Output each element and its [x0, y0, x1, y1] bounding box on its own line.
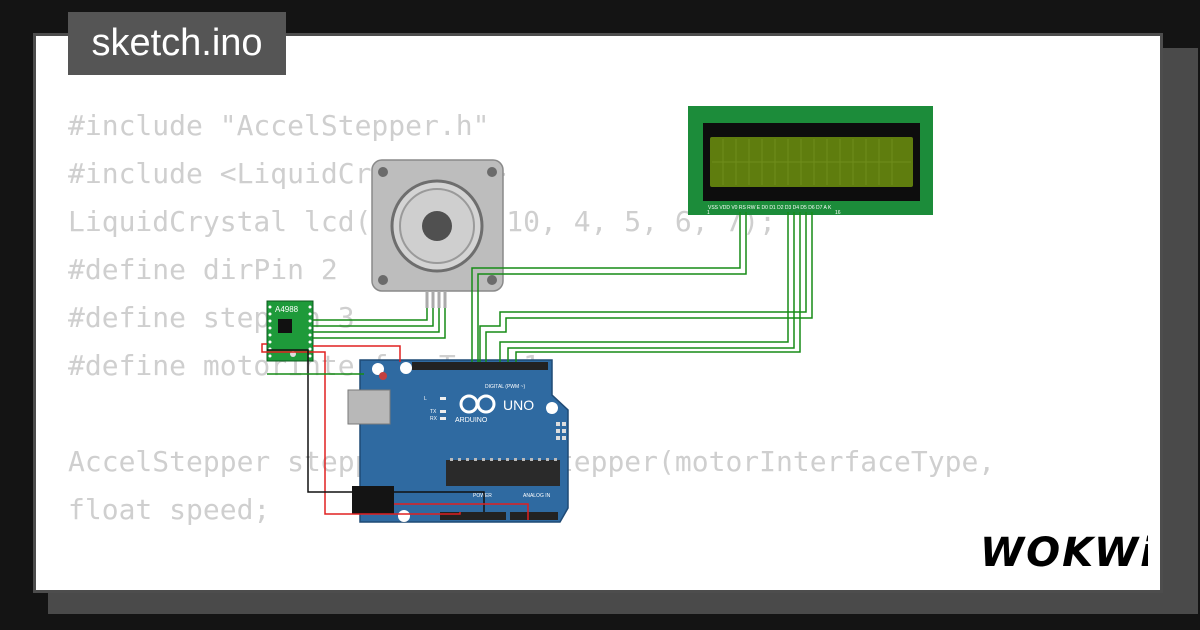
l-label: L — [424, 396, 427, 402]
rx-label: RX — [430, 416, 438, 422]
wires-motor — [313, 308, 446, 339]
code-line: #define dirPin 2 — [68, 253, 338, 286]
lcd-pin-first: 1 — [707, 210, 710, 216]
lcd-display[interactable]: VSS VDD V0 RS RW E D0 D1 D2 D3 D4 D5 D6 … — [688, 106, 933, 216]
wires-lcd — [471, 212, 813, 362]
a4988-driver[interactable]: A4988 — [266, 300, 314, 362]
stepper-motor[interactable] — [371, 159, 504, 308]
tx-label: TX — [430, 409, 437, 415]
on-label: ON — [547, 409, 555, 415]
wokwi-logo-text: WOKWi — [980, 530, 1148, 574]
file-tab: sketch.ino — [68, 12, 286, 75]
driver-label: A4988 — [275, 305, 299, 314]
digital-label: DIGITAL (PWM ~) — [485, 384, 525, 390]
board-brand: UNO — [503, 397, 534, 413]
power-label: POWER — [473, 493, 492, 499]
code-line: #include "AccelStepper.h" — [68, 109, 490, 142]
wokwi-logo: WOKWi — [980, 530, 1148, 574]
wires-power — [261, 343, 529, 520]
analog-label: ANALOG IN — [523, 493, 551, 499]
code-line: float speed; — [68, 493, 271, 526]
lcd-pin-last: 16 — [835, 210, 841, 216]
arduino-uno-board[interactable]: UNO ARDUINO DIGITAL (PWM ~) POWER ANALOG… — [347, 359, 569, 523]
board-sub: ARDUINO — [455, 417, 488, 424]
lcd-pin-labels: VSS VDD V0 RS RW E D0 D1 D2 D3 D4 D5 D6 … — [708, 205, 832, 211]
